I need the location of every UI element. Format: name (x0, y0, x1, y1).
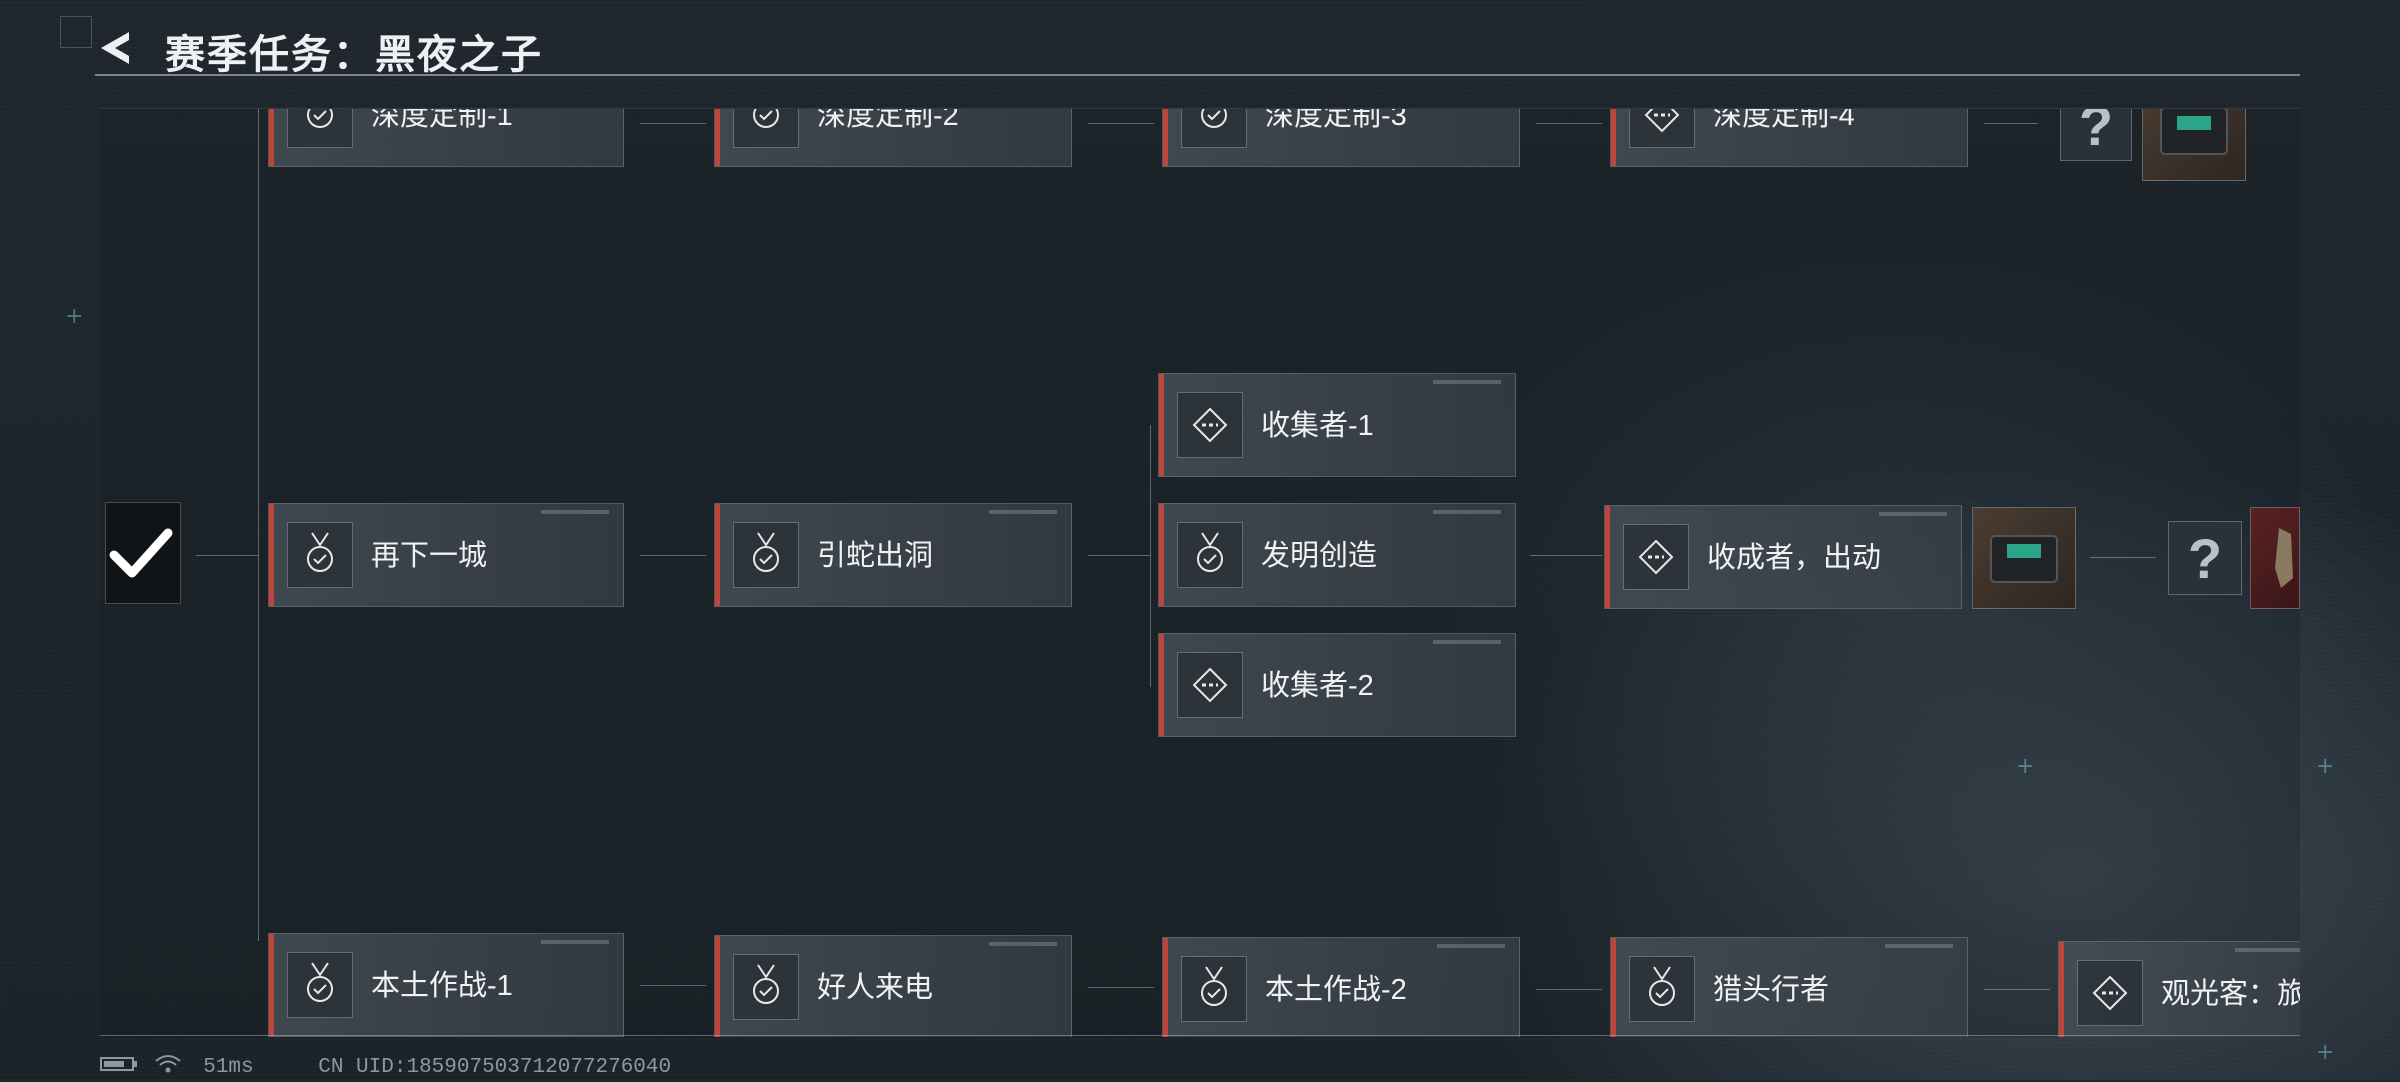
status-bar: 51ms CN UID:1859075037120772760​40 (100, 1053, 671, 1082)
cross-decoration: + (2316, 754, 2335, 779)
unknown-mark: ? (2187, 527, 2223, 590)
quest-label: 收集者-1 (1261, 410, 1374, 442)
quest-tree-panel: 深度定制-1 深度定制-2 深度定制-3 深度定制-4 ? 再下一城 (100, 108, 2300, 1037)
header-divider (95, 74, 2300, 76)
unknown-mark: ? (2078, 108, 2114, 157)
quest-node[interactable]: 引蛇出洞 (714, 503, 1072, 607)
header: 赛季任务：黑夜之子 (95, 18, 2300, 78)
quest-label: 深度定制-2 (817, 108, 959, 132)
quest-label: 收成者，出动 (1707, 542, 1882, 574)
page-title: 赛季任务：黑夜之子 (165, 33, 543, 77)
connector (2090, 557, 2156, 558)
diamond-dash-icon (1177, 392, 1243, 458)
quest-node[interactable]: 再下一城 (268, 503, 624, 607)
cross-decoration: + (2316, 1040, 2335, 1065)
quest-label: 观光客：旅 (2161, 978, 2300, 1010)
medal-check-icon (1629, 956, 1695, 1022)
connector (1984, 123, 2038, 124)
trunk-line (258, 109, 259, 941)
quest-node[interactable]: 收集者-1 (1158, 373, 1516, 477)
connector (1530, 555, 1602, 556)
diamond-dash-icon (1629, 109, 1695, 148)
quest-node[interactable]: 深度定制-2 (714, 108, 1072, 167)
outfit-icon (2275, 528, 2293, 588)
quest-node[interactable]: 收集者-2 (1158, 633, 1516, 737)
circle-check-icon (733, 109, 799, 148)
quest-label: 本土作战-1 (371, 970, 513, 1002)
circle-check-icon (287, 109, 353, 148)
uid-text: CN UID:1859075037120772760​40 (318, 1056, 672, 1079)
quest-label: 深度定制-1 (371, 108, 513, 132)
medal-check-icon (1181, 956, 1247, 1022)
quest-node[interactable]: 观光客：旅 (2058, 941, 2300, 1037)
connector (1984, 989, 2050, 990)
quest-node[interactable]: 本土作战-1 (268, 933, 624, 1037)
quest-node[interactable]: 收成者，出动 (1604, 505, 1962, 609)
medal-check-icon (1177, 522, 1243, 588)
circle-check-icon (1181, 109, 1247, 148)
branch-line (1150, 425, 1151, 687)
diamond-dash-icon (2077, 960, 2143, 1026)
connector (1536, 989, 1602, 990)
wifi-icon (153, 1055, 196, 1082)
medal-check-icon (287, 952, 353, 1018)
cross-decoration: + (2016, 754, 2035, 779)
start-node[interactable] (105, 502, 181, 604)
back-chevron-icon (101, 32, 129, 64)
medal-check-icon (287, 522, 353, 588)
reward-item[interactable] (2250, 507, 2300, 609)
reward-item[interactable] (2142, 109, 2246, 181)
connector (196, 555, 258, 556)
unknown-reward[interactable]: ? (2060, 108, 2132, 161)
quest-label: 发明创造 (1261, 540, 1378, 572)
reward-item[interactable] (1972, 507, 2076, 609)
checkmark-icon (109, 528, 173, 578)
quest-label: 引蛇出洞 (817, 540, 934, 572)
medal-check-icon (733, 522, 799, 588)
quest-node[interactable]: 发明创造 (1158, 503, 1516, 607)
diamond-dash-icon (1623, 524, 1689, 590)
back-button[interactable] (95, 26, 139, 70)
quest-label: 深度定制-4 (1713, 108, 1855, 132)
connector (1088, 987, 1154, 988)
battery-icon (100, 1057, 153, 1080)
connector (640, 985, 706, 986)
medal-check-icon (733, 954, 799, 1020)
connector (1088, 123, 1154, 124)
cross-decoration: + (65, 304, 84, 329)
footer-divider (100, 1035, 2300, 1036)
quest-label: 再下一城 (371, 540, 488, 572)
quest-node[interactable]: 深度定制-1 (268, 108, 624, 167)
connector (1536, 123, 1602, 124)
quest-label: 深度定制-3 (1265, 108, 1407, 132)
ping-text: 51ms (203, 1056, 254, 1079)
connector (640, 123, 706, 124)
quest-node[interactable]: 好人来电 (714, 935, 1072, 1037)
connector (1088, 555, 1150, 556)
quest-label: 本土作战-2 (1265, 974, 1407, 1006)
unknown-reward[interactable]: ? (2168, 521, 2242, 595)
quest-node[interactable]: 本土作战-2 (1162, 937, 1520, 1037)
quest-node[interactable]: 深度定制-4 (1610, 108, 1968, 167)
diamond-dash-icon (1177, 652, 1243, 718)
quest-label: 好人来电 (817, 972, 934, 1004)
crate-icon (2160, 109, 2228, 155)
quest-label: 收集者-2 (1261, 670, 1374, 702)
quest-node[interactable]: 深度定制-3 (1162, 108, 1520, 167)
quest-label: 猎头行者 (1713, 974, 1830, 1006)
crate-icon (1990, 535, 2058, 583)
quest-node[interactable]: 猎头行者 (1610, 937, 1968, 1037)
corner-decoration (60, 16, 92, 48)
connector (640, 555, 706, 556)
